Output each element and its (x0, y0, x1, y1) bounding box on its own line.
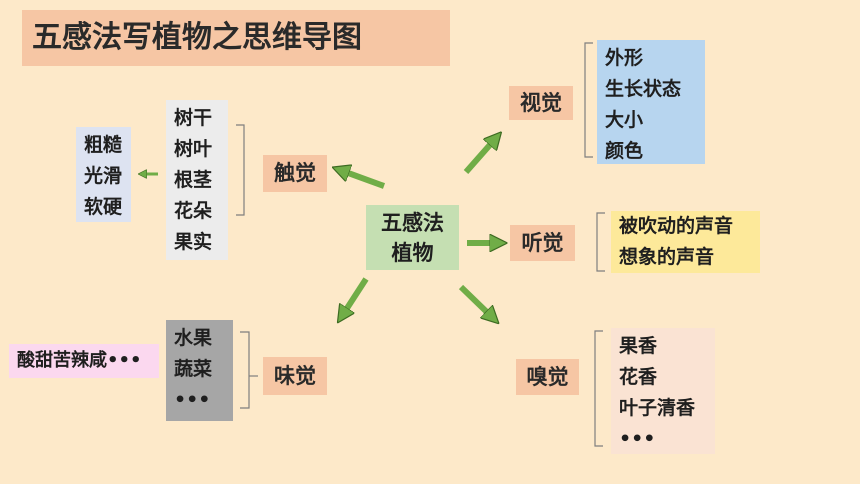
smell-bracket (594, 330, 603, 447)
taste-sub-list: 酸甜苦辣咸••• (9, 344, 159, 378)
touch-bracket (236, 124, 245, 216)
arrow-to-touch (340, 170, 386, 189)
arrow-to-sight (463, 138, 496, 174)
touch-item: 根茎 (174, 169, 213, 191)
taste-bracket (240, 331, 250, 409)
touch-sub-item: 软硬 (84, 196, 123, 218)
smell-label: 嗅觉 (516, 359, 579, 395)
center-line-1: 五感法 (381, 211, 444, 235)
sight-item: 生长状态 (605, 78, 682, 100)
hearing-item: 被吹动的声音 (619, 215, 734, 237)
sight-list: 外形 生长状态 大小 颜色 (597, 40, 705, 164)
sight-label: 视觉 (509, 86, 573, 120)
touch-item: 花朵 (174, 200, 213, 222)
touch-label: 触觉 (263, 155, 327, 192)
touch-list: 树干 树叶 根茎 花朵 果实 (166, 100, 228, 260)
arrow-to-smell (458, 284, 493, 318)
touch-item: 果实 (174, 231, 213, 253)
sight-item: 外形 (605, 47, 644, 69)
hearing-list: 被吹动的声音 想象的声音 (611, 211, 760, 273)
taste-item: 水果 (174, 327, 213, 349)
taste-list: 水果 蔬菜 ••• (166, 320, 233, 421)
hearing-bracket (596, 212, 605, 272)
touch-sub-item: 光滑 (84, 165, 123, 187)
smell-item: 花香 (619, 366, 658, 388)
hearing-item: 想象的声音 (619, 246, 715, 268)
smell-item: ••• (619, 428, 656, 450)
smell-item: 果香 (619, 335, 658, 357)
center-line-2: 植物 (391, 241, 434, 265)
hearing-label: 听觉 (510, 225, 575, 261)
page-title: 五感法写植物之思维导图 (22, 10, 450, 66)
touch-sub-item: 粗糙 (84, 134, 123, 156)
sight-bracket (584, 42, 593, 158)
arrow-to-taste (342, 277, 369, 316)
touch-item: 树叶 (174, 138, 213, 160)
taste-sub-item: 酸甜苦辣咸••• (17, 350, 142, 371)
smell-list: 果香 花香 叶子清香 ••• (611, 328, 715, 454)
sight-item: 大小 (605, 109, 644, 131)
touch-item: 树干 (174, 107, 213, 129)
sight-item: 颜色 (605, 140, 644, 162)
touch-sub-list: 粗糙 光滑 软硬 (76, 127, 131, 222)
taste-label: 味觉 (263, 357, 327, 395)
center-node: 五感法 植物 (366, 205, 459, 270)
smell-item: 叶子清香 (619, 397, 696, 419)
taste-item: 蔬菜 (174, 358, 213, 380)
taste-item: ••• (174, 389, 211, 411)
